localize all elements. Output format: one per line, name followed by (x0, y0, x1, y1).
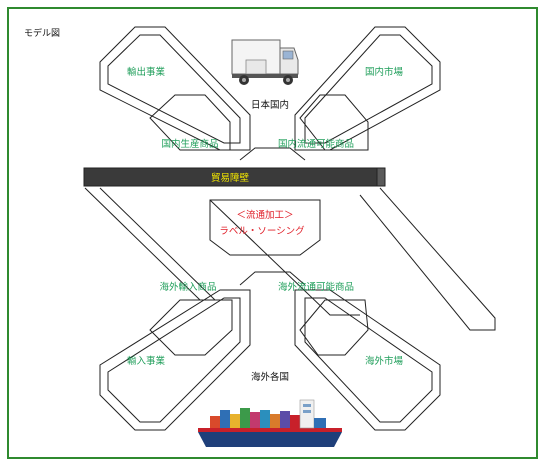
container-ship-icon (198, 399, 342, 447)
outer-frame (7, 7, 538, 459)
overseas-countries-label: 海外各国 (251, 371, 289, 383)
labeling-sourcing-label: ラベル・ソーシング (219, 225, 305, 237)
diagram-title: モデル図 (24, 27, 60, 39)
upper-right-channel (294, 26, 441, 151)
domestic-market-label: 国内市場 (365, 66, 404, 78)
japan-domestic-label: 日本国内 (251, 99, 289, 111)
truck-icon (231, 39, 299, 85)
overseas-distributable-label: 海外流通可能商品 (278, 281, 354, 293)
lower-right-channel (294, 289, 441, 431)
lower-left-channel (99, 289, 251, 431)
domestic-product-label: 国内生産商品 (161, 138, 218, 150)
overseas-market-label: 海外市場 (365, 355, 404, 367)
domestic-distributable-label: 国内流通可能商品 (278, 138, 354, 150)
lower-connector (239, 271, 306, 286)
export-business-label: 輸出事業 (127, 66, 166, 78)
upper-left-channel (99, 26, 251, 151)
overseas-import-label: 海外輸入商品 (159, 281, 216, 293)
trade-barrier-bar: 貿易障壁 (83, 167, 386, 187)
processing-box (209, 199, 321, 256)
import-business-label: 輸入事業 (127, 355, 166, 367)
distribution-processing-label: ＜流通加工＞ (236, 209, 293, 221)
trade-barrier-label: 貿易障壁 (211, 172, 250, 184)
upper-connector (239, 147, 306, 161)
